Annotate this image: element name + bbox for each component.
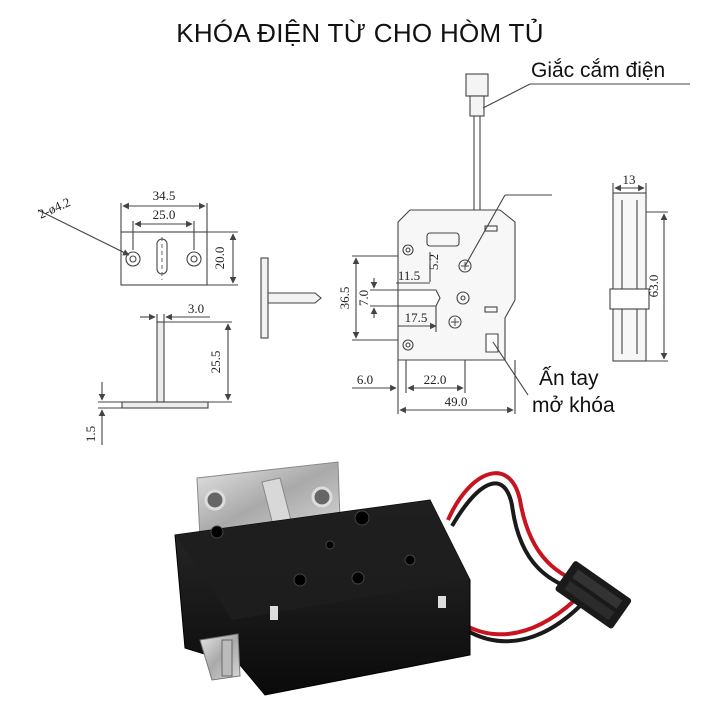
dim-plate-height: 20.0 (212, 247, 227, 270)
dim-side-height: 63.0 (646, 275, 661, 298)
lock-front-drawing (352, 73, 690, 414)
bracket-vertical (156, 321, 165, 403)
dim-offset-6: 6.0 (357, 372, 373, 387)
strike-plate-drawing (37, 202, 238, 286)
dim-offset-11-5: 11.5 (398, 268, 420, 283)
dim-plate-width: 34.5 (153, 188, 176, 203)
connector-drawing (465, 73, 489, 97)
dim-bolt-7: 7.0 (356, 290, 371, 306)
bracket-side-drawing (98, 313, 232, 445)
dim-bracket-thickness: 3.0 (188, 301, 204, 316)
dim-offset-5-2: 5.2 (426, 254, 441, 270)
lock-body-outline (397, 209, 516, 361)
callout-connector: Giắc cắm điện (531, 59, 666, 82)
mount-hole-right-inner (190, 255, 198, 263)
dim-bracket-base: 1.5 (83, 426, 98, 442)
dim-body-width: 49.0 (445, 394, 468, 409)
bracket-base (121, 401, 209, 409)
lock-side-drawing (609, 183, 668, 362)
callout-manual-release-line1: Ấn tay (539, 367, 599, 390)
product-photo (174, 461, 632, 696)
pin-shaft (267, 292, 322, 304)
mount-hole-left (125, 251, 141, 267)
strike-plate-outline (120, 231, 208, 286)
mount-hole-left-inner (129, 255, 137, 263)
mount-hole-right (186, 251, 202, 267)
side-outline (612, 192, 647, 362)
strike-pin-drawing (260, 257, 322, 339)
dim-side-width: 13 (623, 172, 636, 187)
dim-hole-spacing: 25.0 (153, 207, 176, 222)
lock-bolt (397, 289, 441, 307)
dim-bolt-17-5: 17.5 (405, 310, 428, 325)
dim-bracket-height: 25.5 (208, 351, 223, 374)
pin-plate (260, 257, 269, 339)
dim-offset-22: 22.0 (424, 372, 447, 387)
dim-body-height-left: 36.5 (337, 287, 352, 310)
page-title: KHÓA ĐIỆN TỪ CHO HÒM TỦ (176, 18, 544, 48)
callout-manual-release-line2: mở khóa (532, 394, 615, 417)
connector-photo (555, 561, 632, 629)
